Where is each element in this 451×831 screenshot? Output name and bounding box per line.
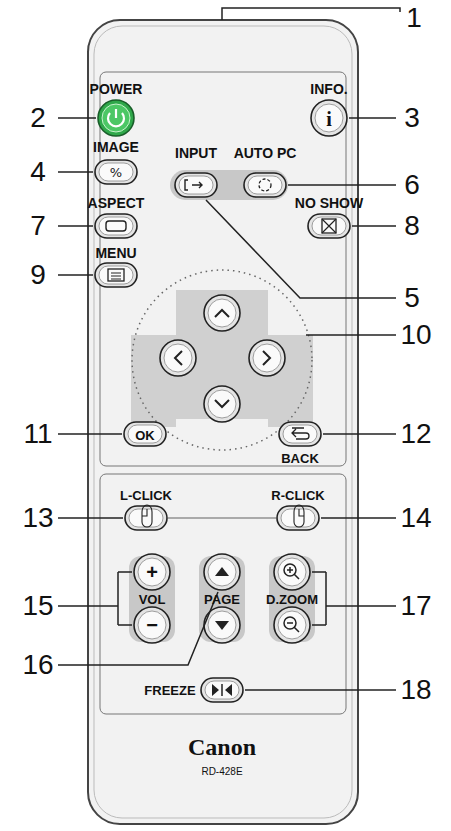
callout-number: 11 [23, 420, 52, 448]
button-label: AUTO PC [234, 146, 297, 160]
brand-logo: Canon [188, 735, 256, 759]
button-label: INFO. [310, 82, 347, 96]
callout-number: 1 [406, 4, 422, 32]
callout-number: 12 [400, 420, 431, 448]
button-label: IMAGE [93, 140, 139, 154]
button-icon: − [146, 615, 158, 635]
callout-number: 7 [30, 212, 46, 240]
button-label: BACK [281, 452, 319, 465]
callout-number: 10 [400, 321, 431, 349]
button-label: INPUT [175, 146, 217, 160]
callout-number: 15 [22, 592, 53, 620]
icon: % [110, 165, 122, 180]
button-label: D.ZOOM [266, 593, 318, 606]
button-label: FREEZE [144, 684, 195, 697]
button-label: ASPECT [88, 196, 145, 210]
callout-number: 5 [404, 284, 420, 312]
button-label: POWER [90, 82, 143, 96]
callout-number: 16 [22, 651, 53, 679]
callout-number: 14 [400, 504, 431, 532]
callout-number: 2 [30, 104, 46, 132]
callout-number: 13 [22, 504, 53, 532]
callout-number: 3 [404, 104, 420, 132]
button-label: PAGE [204, 593, 240, 606]
callout-number: 9 [30, 261, 46, 289]
button-label: OK [135, 429, 155, 442]
button-label: L-CLICK [120, 489, 172, 502]
callout-number: 8 [404, 212, 420, 240]
model-number: RD-428E [201, 767, 242, 777]
button-label: VOL [139, 593, 166, 606]
callout-number: 17 [400, 592, 431, 620]
button-label: MENU [95, 246, 136, 260]
callout-number: 18 [400, 676, 431, 704]
button-icon: i [326, 109, 332, 129]
button-label: R-CLICK [271, 489, 324, 502]
callout-number: 6 [404, 171, 420, 199]
callout-number: 4 [30, 158, 46, 186]
button-label: NO SHOW [295, 196, 363, 210]
button-icon: + [146, 562, 158, 582]
